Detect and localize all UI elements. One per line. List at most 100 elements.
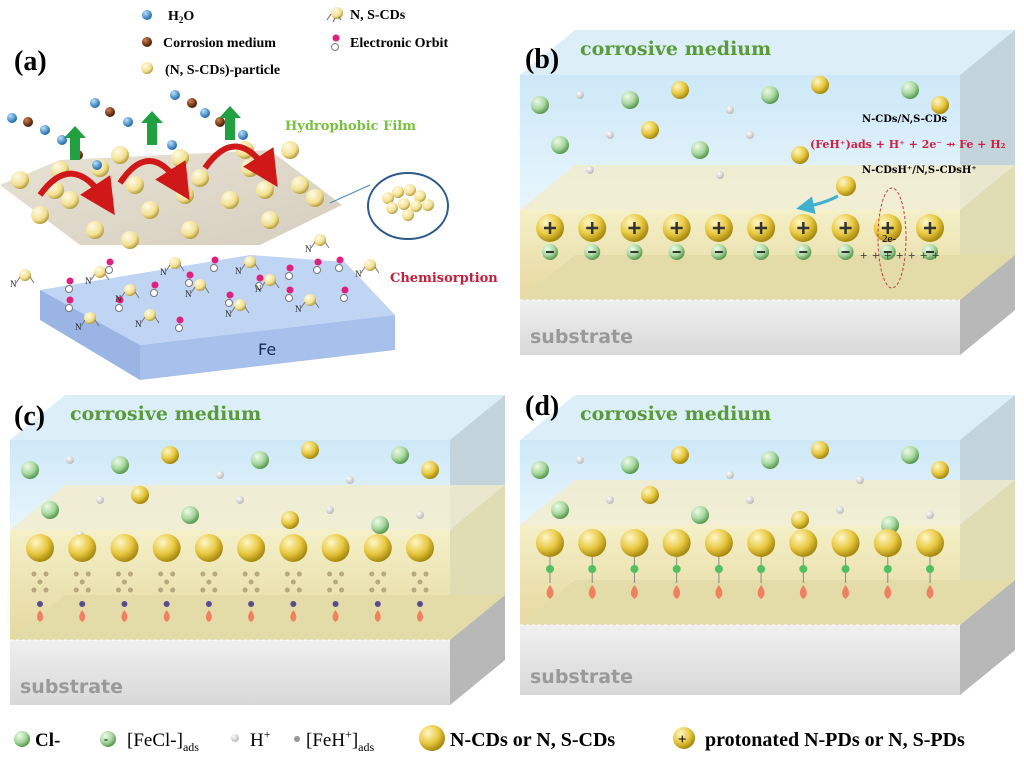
cds-particle [747,529,776,557]
corrosion-molecule [105,107,115,117]
cl-ion [691,141,709,159]
ns-cd-molecule [144,309,156,321]
electronic-orbit-lobe [210,264,218,272]
water-molecule [170,90,180,100]
ns-cd-molecule [244,256,256,268]
electronic-orbit [186,271,194,279]
ns-cd-molecule [94,266,106,278]
inset-particle [386,202,398,214]
h-ion-adsorbed [79,601,86,607]
n-atom-label: N [160,267,167,277]
adsorbed-cl [883,565,892,573]
electron-orbit-drop [121,610,128,622]
h-ion [836,506,844,514]
cl-ion [761,86,779,104]
feh-ads-ion [411,587,417,593]
adsorption-layer-top [520,165,1015,210]
feh-ads-ion [31,587,37,593]
feh-ads-ion [381,587,387,593]
particle-icon [141,62,153,74]
inset-particle [414,190,426,202]
h-ion-icon [231,734,239,742]
feh-ads-ion [73,571,79,577]
chemisorption-label: Chemisorption [390,271,498,286]
box-top-face [520,395,1015,440]
plus-sign-icon [881,222,894,234]
legend-protonated: protonated N-PDs or N, S-PDs [705,729,965,751]
plus-sign-icon [712,222,725,234]
adsorbed-cl [630,565,639,573]
reaction-equation: (FeH⁺)ads + H⁺ + 2e⁻ ⇸ Fe + H₂ [810,138,1006,151]
corrosive-medium-label: corrosive medium [580,38,771,60]
n-atom-label: N [225,309,232,319]
ns-cd-molecule [194,279,206,291]
cds-particle [916,529,944,557]
film-particle [241,159,259,177]
substrate-label: substrate [530,326,633,348]
feh-ads-ion [115,587,121,593]
plus-charge: + [932,248,939,263]
h-ion [346,476,354,484]
adsorption-layer-top [520,480,1015,525]
feh-ads-ion [254,587,260,593]
water-molecule [40,125,50,135]
svg-text:+: + [678,732,687,748]
cds-particle [704,529,733,557]
h-ion-adsorbed [163,601,170,607]
h-ion [326,506,334,514]
water-molecule [7,113,17,123]
ns-cd-molecule [264,274,276,286]
electronic-orbit-lobe [115,304,123,312]
feh-ads-ion [327,587,333,593]
cds-particle [578,529,607,557]
feh-ads-ion [158,571,164,577]
cl-ion [531,96,549,114]
cds-particle [421,461,439,479]
electron-orbit-drop [37,610,43,622]
ligand-line [230,306,250,314]
zoom-connector-line [329,184,371,204]
feh-ads-ion [423,571,429,577]
panel-label-a: (a) [14,46,47,77]
feh-ads-ion [85,587,91,593]
cds-particle [161,446,179,464]
cds-particle [321,534,350,562]
h-ion [606,496,614,504]
film-particle [11,171,29,189]
plus-charge: + [896,248,903,263]
electronic-orbit [116,296,124,304]
electron-orbit-drop [374,610,381,622]
ns-cd-molecule [314,234,326,246]
h-ion [606,131,614,139]
legend-feh: [FeH+]ads [306,727,374,754]
red-curved-arrow-icon [202,143,278,188]
ligand-line [15,276,35,284]
n-atom-label: N [355,269,362,279]
water-molecule [200,108,210,118]
ns-cds-icon [326,7,343,23]
electron-orbit-drop [715,585,723,599]
water-molecule [123,117,133,127]
ns-cd-molecule [364,259,376,271]
panel-label-d: (d) [525,391,559,422]
legend-particle: (N, S-CDs)-particle [165,63,280,78]
ns-cd-molecule [304,294,316,306]
h-ion [746,131,754,139]
feh-ads-ion [121,579,127,585]
cds-particle [641,121,659,139]
feh-ads-ion [333,579,339,585]
n-atom-label: N [10,279,17,289]
cds-particle [789,529,818,557]
cl-ion [531,461,549,479]
box-top-face [520,30,1015,75]
feh-ads-icon [294,736,300,742]
water-molecule [238,130,248,140]
feh-ads-ion [170,571,176,577]
plus-charge: + [920,248,927,263]
green-up-arrow-icon [141,111,163,145]
electron-orbit-drop [546,585,554,599]
cds-particle [662,529,691,557]
legend-ns-cds: N, S-CDs [350,8,406,23]
h-ion [926,511,934,519]
electronic-orbit [176,316,184,324]
